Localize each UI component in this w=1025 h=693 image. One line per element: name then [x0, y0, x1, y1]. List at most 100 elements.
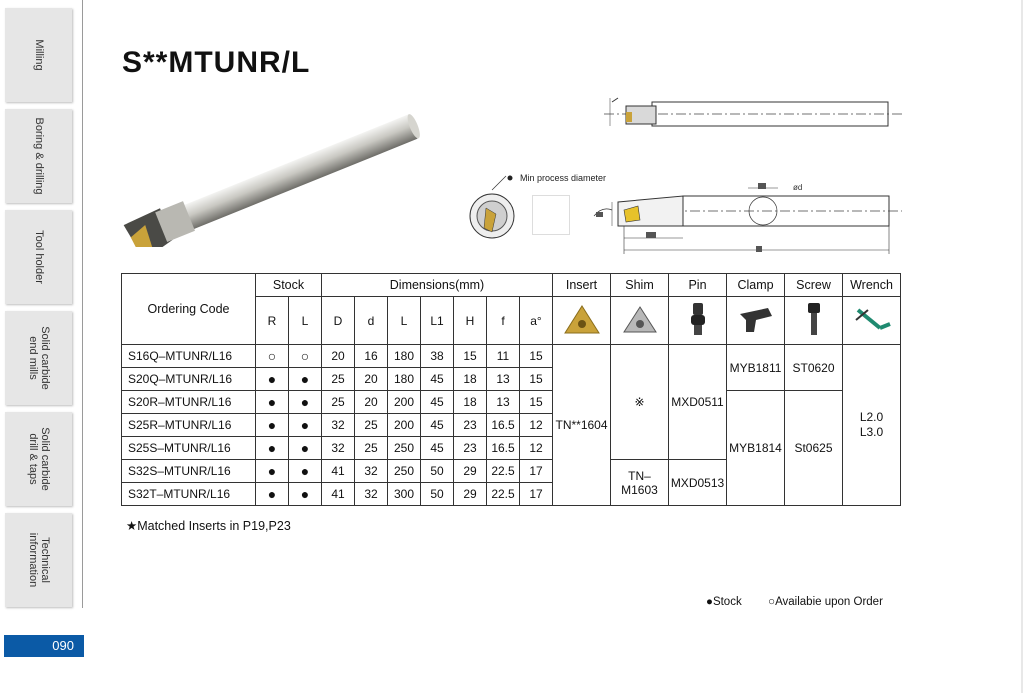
spec-table: Ordering Code Stock Dimensions(mm) Inser… [121, 273, 901, 506]
tab-label: Solid carbide drill & taps [26, 427, 51, 491]
pin-upper: MXD0511 [668, 344, 727, 460]
row-H: 29 [453, 459, 487, 483]
tab-milling[interactable]: Milling [5, 8, 72, 102]
header-stock: Stock [255, 273, 322, 297]
tab-solid-carbide-end-mills[interactable]: Solid carbide end mills [5, 311, 72, 405]
stock-legend: ●Stock ○Availabie upon Order [706, 596, 883, 608]
row-a: 17 [519, 482, 553, 506]
row-stock-l: ● [288, 390, 322, 414]
subheader-H: H [453, 296, 487, 345]
tab-solid-carbide-drill-taps[interactable]: Solid carbide drill & taps [5, 412, 72, 506]
shim-icon [610, 296, 669, 345]
row-D: 25 [321, 390, 355, 414]
row-stock-l: ● [288, 459, 322, 483]
page-edge [1021, 0, 1023, 693]
row-f: 13 [486, 390, 520, 414]
row-L1: 45 [420, 436, 454, 460]
subheader-a: a° [519, 296, 553, 345]
row-a: 15 [519, 390, 553, 414]
row-d: 32 [354, 482, 388, 506]
sidebar: Milling Boring & drilling Tool holder So… [0, 0, 84, 693]
row-stock-r: ● [255, 482, 289, 506]
row-L: 300 [387, 482, 421, 506]
row-D: 25 [321, 367, 355, 391]
row-f: 16.5 [486, 413, 520, 437]
row-code: S32S–MTUNR/L16 [121, 459, 256, 483]
row-L: 180 [387, 344, 421, 368]
header-clamp: Clamp [726, 273, 785, 297]
tab-label: Solid carbide end mills [26, 326, 51, 390]
subheader-f: f [486, 296, 520, 345]
header-dimensions: Dimensions(mm) [321, 273, 553, 297]
tab-technical-information[interactable]: Technical information [5, 513, 72, 607]
row-d: 20 [354, 367, 388, 391]
row-L: 250 [387, 436, 421, 460]
row-f: 13 [486, 367, 520, 391]
header-wrench: Wrench [842, 273, 901, 297]
tab-boring-drilling[interactable]: Boring & drilling [5, 109, 72, 203]
row-code: S20R–MTUNR/L16 [121, 390, 256, 414]
row-H: 18 [453, 367, 487, 391]
subheader-L1: L1 [420, 296, 454, 345]
row-D: 41 [321, 482, 355, 506]
clamp-icon [726, 296, 785, 345]
boring-bar-photo [123, 114, 420, 247]
row-D: 41 [321, 459, 355, 483]
row-code: S16Q–MTUNR/L16 [121, 344, 256, 368]
row-f: 22.5 [486, 459, 520, 483]
row-L: 200 [387, 390, 421, 414]
tab-label: Boring & drilling [32, 117, 45, 195]
row-L1: 45 [420, 413, 454, 437]
row-a: 12 [519, 413, 553, 437]
legend-order: ○Availabie upon Order [768, 596, 883, 608]
row-d: 25 [354, 413, 388, 437]
row-stock-r: ● [255, 390, 289, 414]
min-process-diameter-drawing [469, 175, 515, 239]
svg-text:ød: ød [793, 183, 802, 192]
row-code: S25S–MTUNR/L16 [121, 436, 256, 460]
tab-tool-holder[interactable]: Tool holder [5, 210, 72, 304]
tab-label: Milling [32, 39, 45, 71]
subheader-D: D [321, 296, 355, 345]
row-f: 22.5 [486, 482, 520, 506]
row-L1: 50 [420, 459, 454, 483]
row-a: 15 [519, 367, 553, 391]
clamp-lower: MYB1814 [726, 390, 785, 506]
row-d: 32 [354, 459, 388, 483]
tab-label: Tool holder [32, 230, 45, 284]
row-H: 18 [453, 390, 487, 414]
row-L1: 45 [420, 367, 454, 391]
row-f: 11 [486, 344, 520, 368]
row-stock-l: ● [288, 436, 322, 460]
subheader-L: L [387, 296, 421, 345]
clamp-upper: MYB1811 [726, 344, 785, 391]
pin-lower: MXD0513 [668, 459, 727, 506]
shim-upper: ※ [610, 344, 669, 460]
row-f: 16.5 [486, 436, 520, 460]
top-view-drawing: ød [593, 183, 902, 254]
legend-stock: ●Stock [706, 596, 742, 608]
row-a: 15 [519, 344, 553, 368]
row-stock-r: ● [255, 413, 289, 437]
insert-icon [552, 296, 611, 345]
screw-icon [784, 296, 843, 345]
row-a: 17 [519, 459, 553, 483]
row-H: 15 [453, 344, 487, 368]
header-pin: Pin [668, 273, 727, 297]
tab-label: Technical information [26, 532, 51, 588]
min-process-label: Min process diameter [520, 173, 607, 183]
row-stock-l: ● [288, 367, 322, 391]
subheader-l: L [288, 296, 322, 345]
matched-inserts-note: ★Matched Inserts in P19,P23 [126, 519, 291, 533]
header-shim: Shim [610, 273, 669, 297]
shim-lower: TN–M1603 [610, 459, 669, 506]
page-number: 090 [4, 635, 84, 657]
row-stock-r: ○ [255, 344, 289, 368]
header-insert: Insert [552, 273, 611, 297]
row-stock-r: ● [255, 459, 289, 483]
row-stock-r: ● [255, 436, 289, 460]
row-L: 250 [387, 459, 421, 483]
screw-upper: ST0620 [784, 344, 843, 391]
sidebar-divider [82, 0, 83, 608]
header-screw: Screw [784, 273, 843, 297]
